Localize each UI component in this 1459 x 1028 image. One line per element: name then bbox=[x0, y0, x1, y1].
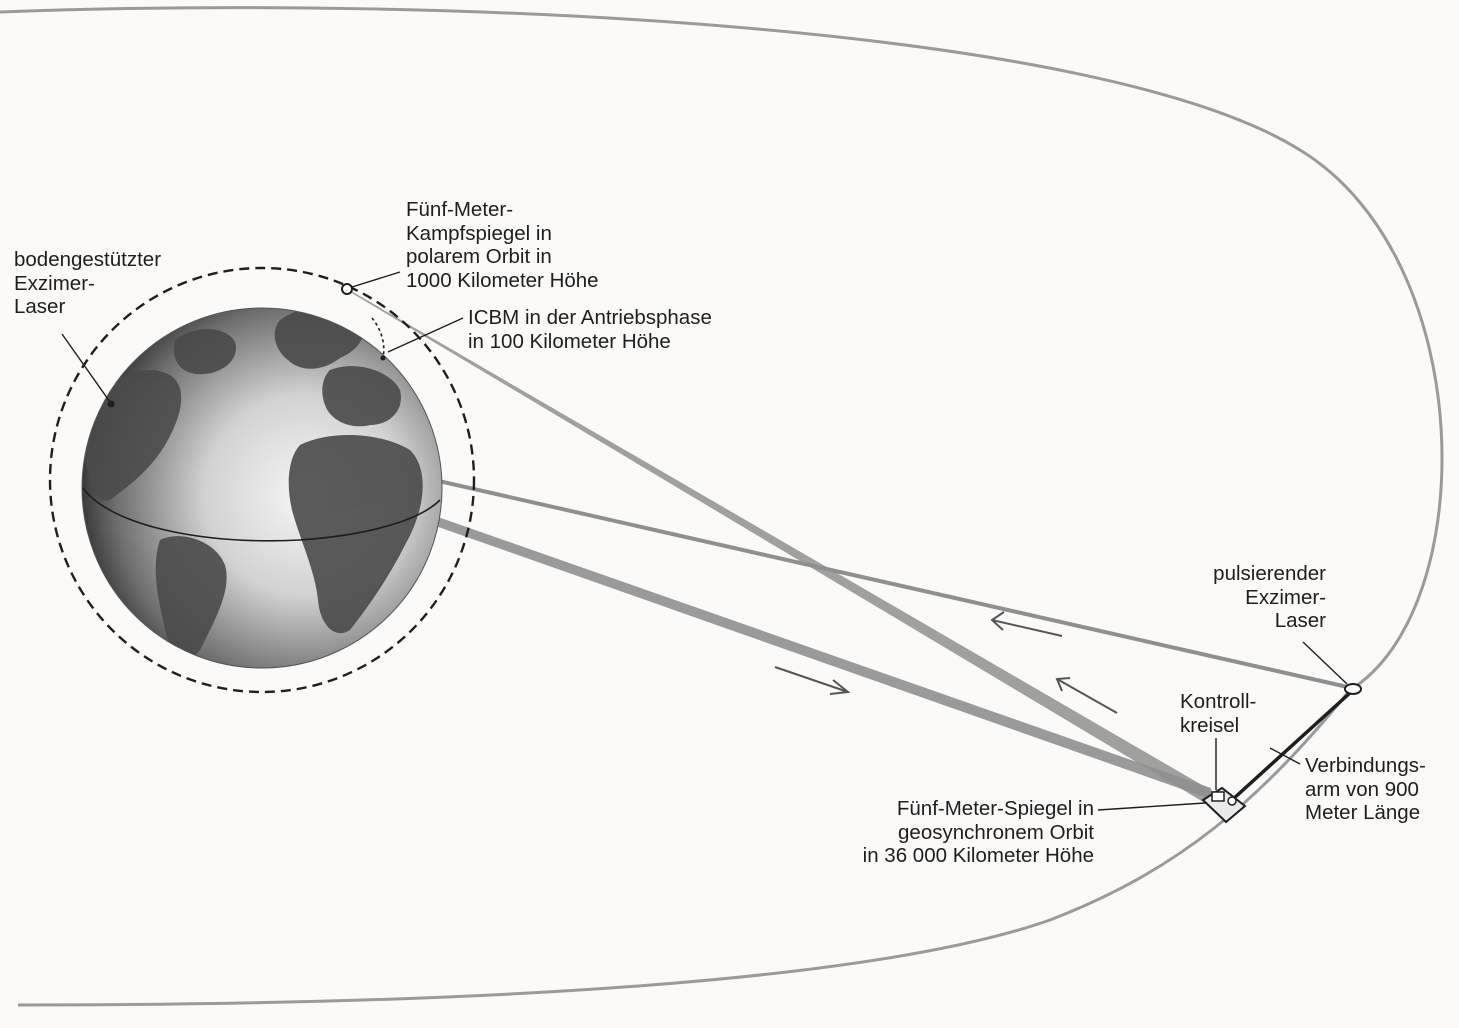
geo-mirror-satellite bbox=[1201, 786, 1247, 824]
label-pulsed-laser: pulsierender Exzimer- Laser bbox=[1213, 562, 1326, 632]
icbm-trajectory bbox=[371, 317, 385, 359]
leader-lines bbox=[61, 271, 1348, 811]
earth-globe bbox=[81, 307, 443, 669]
leader-pulsed-laser bbox=[1302, 641, 1348, 685]
label-polar-mirror: Fünf-Meter- Kampfspiegel in polarem Orbi… bbox=[406, 198, 599, 292]
equator-line bbox=[82, 487, 441, 542]
connecting-arm bbox=[1230, 690, 1353, 802]
arrow-to-geo-mirror bbox=[774, 666, 851, 695]
pulsed-laser-satellite bbox=[1344, 683, 1362, 695]
label-icbm: ICBM in der Antriebsphase in 100 Kilomet… bbox=[468, 306, 712, 353]
label-geo-mirror: Fünf-Meter-Spiegel in geosynchronem Orbi… bbox=[862, 797, 1094, 867]
leader-polar-mirror bbox=[351, 271, 401, 288]
label-connecting-arm: Verbindungs- arm von 900 Meter Länge bbox=[1305, 754, 1426, 824]
direction-arrows bbox=[774, 611, 1118, 714]
leader-geo-mirror bbox=[1097, 802, 1206, 811]
label-ground-laser: bodengestützter Exzimer- Laser bbox=[14, 248, 162, 318]
leader-connecting-arm bbox=[1269, 747, 1301, 765]
leader-icbm bbox=[387, 317, 464, 353]
beam-geo-mirror-to-polar-mirror bbox=[346, 288, 1214, 803]
leader-ground-laser bbox=[61, 333, 111, 403]
label-gyro: Kontroll- kreisel bbox=[1180, 690, 1257, 737]
icbm-marker bbox=[380, 355, 386, 361]
arrow-to-polar-mirror bbox=[1055, 677, 1118, 714]
geosynchronous-orbit bbox=[0, 6, 1444, 1007]
polar-mirror-satellite bbox=[341, 283, 353, 295]
polar-orbit bbox=[48, 266, 476, 694]
arrow-to-ground bbox=[990, 611, 1063, 637]
ground-laser-site bbox=[107, 400, 115, 408]
